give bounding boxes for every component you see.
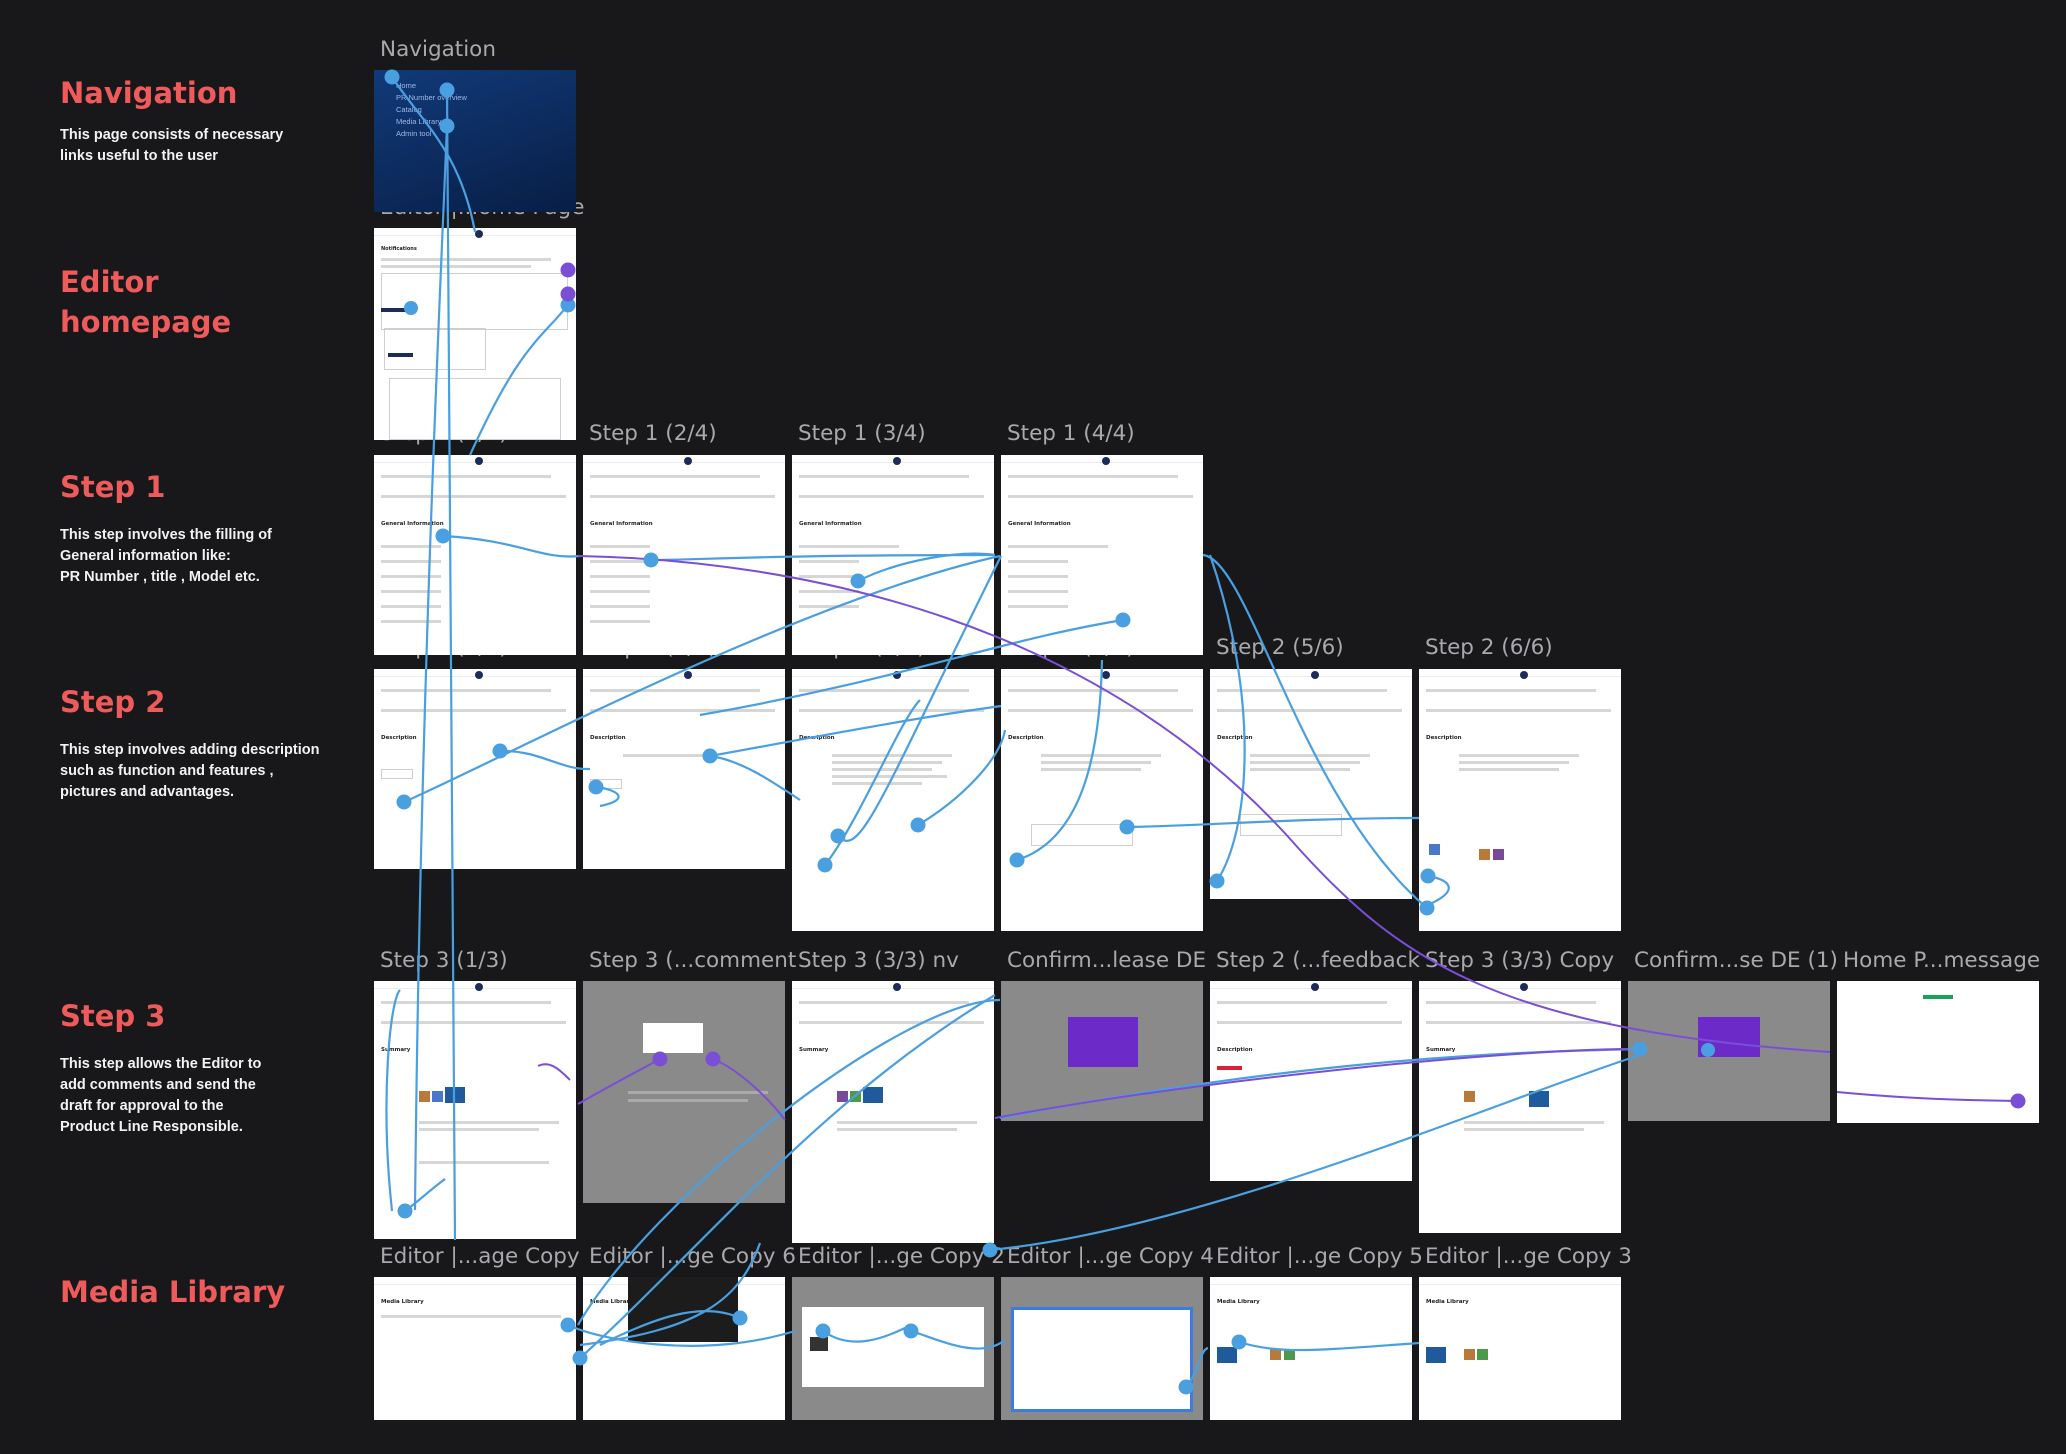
section-title: Step 3 — [60, 999, 166, 1033]
section-title: Media Library — [60, 1275, 286, 1309]
frame-label: Step 1 (2/4) — [589, 421, 717, 446]
step3-frame-2[interactable] — [583, 981, 785, 1203]
section-description: This step involves the filling of Genera… — [60, 527, 272, 585]
nav-menu-item[interactable]: Catalog — [396, 105, 422, 114]
step3-confirm-frame[interactable] — [1001, 981, 1203, 1121]
frame-heading: Media Library — [1217, 1299, 1260, 1305]
frame-heading: General Information — [590, 521, 653, 527]
step3-copy-frame[interactable]: Summary — [1419, 981, 1621, 1233]
frame-heading: General Information — [1008, 521, 1071, 527]
nav-menu-item[interactable]: Home — [396, 81, 417, 90]
frame-label: Editor |...ge Copy 4 — [1007, 1244, 1214, 1269]
frame-heading: Notifications — [381, 246, 417, 252]
section-title: Step 1 — [60, 470, 166, 504]
section-title: Navigation — [60, 76, 238, 110]
step1-frame-4[interactable]: General Information — [1001, 455, 1203, 655]
media-frame-2[interactable]: Media Library — [583, 1277, 785, 1420]
section-navigation: Navigation This page consists of necessa… — [60, 73, 283, 167]
frame-heading: Description — [1008, 735, 1044, 741]
section-title: Step 2 — [60, 685, 166, 719]
frame-label: Editor |...ge Copy 2 — [798, 1244, 1005, 1269]
frame-label: Confirm...se DE (1) — [1634, 948, 1838, 973]
section-description: This step allows the Editor to add comme… — [60, 1056, 262, 1135]
step1-frame-1[interactable]: General Information — [374, 455, 576, 655]
media-frame-3[interactable] — [792, 1277, 994, 1420]
media-frame-5[interactable]: Media Library — [1210, 1277, 1412, 1420]
section-step-2: Step 2 This step involves adding descrip… — [60, 682, 319, 803]
section-media-library: Media Library — [60, 1272, 285, 1312]
blue-wires — [385, 76, 1641, 1388]
section-description: This page consists of necessary links us… — [60, 127, 284, 164]
frame-heading: Summary — [1426, 1047, 1456, 1053]
frame-heading: Summary — [381, 1047, 411, 1053]
frame-label: Step 3 (1/3) — [380, 948, 508, 973]
media-frame-1[interactable]: Media Library — [374, 1277, 576, 1420]
step3-confirm-frame-copy[interactable] — [1628, 981, 1830, 1121]
media-frame-4[interactable] — [1001, 1277, 1203, 1420]
frame-heading: Summary — [799, 1047, 829, 1053]
section-step-1: Step 1 This step involves the filling of… — [60, 467, 272, 588]
nav-menu-item[interactable]: Media Library — [396, 117, 442, 126]
frame-label: Editor |...ge Copy 3 — [1425, 1244, 1632, 1269]
frame-heading: General Information — [381, 521, 444, 527]
frame-heading: Description — [1217, 735, 1253, 741]
frame-label: Home P...message — [1843, 948, 2041, 973]
frame-label: Step 2 (...feedback — [1216, 948, 1420, 973]
frame-heading: Media Library — [590, 1299, 633, 1305]
nav-menu-item[interactable]: PR Number overview — [396, 93, 467, 102]
step3-frame-1[interactable]: Summary — [374, 981, 576, 1239]
frame-heading: Description — [1217, 1047, 1253, 1053]
frame-label: Editor |...age Copy — [380, 1244, 580, 1269]
frame-label: Navigation — [380, 37, 496, 62]
step1-frame-2[interactable]: General Information — [583, 455, 785, 655]
frame-heading: Media Library — [381, 1299, 424, 1305]
section-editor-homepage: Editor homepage — [60, 262, 231, 342]
step3-frame-3[interactable]: Summary — [792, 981, 994, 1243]
frame-label: Step 2 (6/6) — [1425, 635, 1553, 660]
frame-label: Step 3 (...comment — [589, 948, 797, 973]
step2-frame-4[interactable]: Description — [1001, 669, 1203, 931]
section-title: Editor homepage — [60, 265, 232, 339]
frame-label: Confirm...lease DE — [1007, 948, 1207, 973]
wire-endpoints — [384, 69, 2026, 1395]
media-frame-6[interactable]: Media Library — [1419, 1277, 1621, 1420]
frame-heading: Media Library — [1426, 1299, 1469, 1305]
frame-heading: Description — [590, 735, 626, 741]
frame-label: Step 1 (3/4) — [798, 421, 926, 446]
frame-heading: Description — [1426, 735, 1462, 741]
frame-label: Step 3 (3/3) Copy — [1425, 948, 1615, 973]
frame-heading: Description — [381, 735, 417, 741]
step2-frame-6[interactable]: Description — [1419, 669, 1621, 931]
frame-label: Step 3 (3/3) nv — [798, 948, 959, 973]
nav-menu-item[interactable]: Admin tool — [396, 129, 432, 138]
purple-wires — [537, 555, 2019, 1121]
frame-label: Step 1 (4/4) — [1007, 421, 1135, 446]
frame-label: Editor |...ge Copy 5 — [1216, 1244, 1423, 1269]
section-description: This step involves adding description su… — [60, 742, 320, 800]
frame-heading: General Information — [799, 521, 862, 527]
navigation-frame[interactable]: Home PR Number overview Catalog Media Li… — [374, 70, 576, 212]
section-step-3: Step 3 This step allows the Editor to ad… — [60, 996, 261, 1138]
frame-heading: Description — [799, 735, 835, 741]
